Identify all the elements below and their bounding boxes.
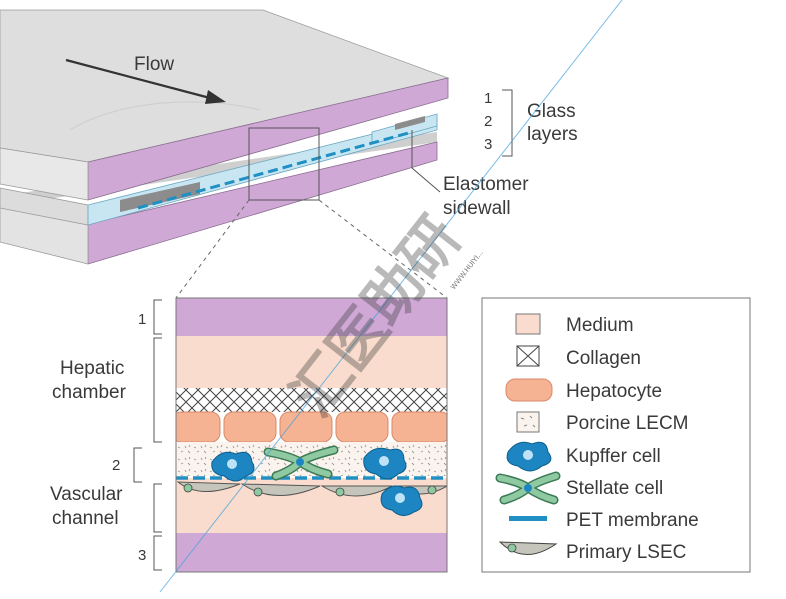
legend: Medium Collagen Hepatocyte Porcine LECM … <box>481 297 751 573</box>
legend-label-porcine-lecm: Porcine LECM <box>566 413 689 434</box>
legend-label-collagen: Collagen <box>566 348 641 369</box>
kupffer-cell-icon <box>506 441 552 472</box>
legend-label-hepatocyte: Hepatocyte <box>566 381 662 402</box>
flow-arrow <box>65 58 211 100</box>
layer-number-3: 3 <box>484 136 492 153</box>
cs-kupffer-cell <box>363 447 407 480</box>
zoom-line-right <box>318 199 448 299</box>
legend-label-kupffer-cell: Kupffer cell <box>566 446 661 467</box>
legend-label-pet-membrane: PET membrane <box>566 510 699 531</box>
cross-section-labels: 1 Hepatic chamber 2 Vascular channel 3 <box>50 299 162 571</box>
cs-lsec-nucleus <box>427 485 437 495</box>
cs-number-1: 1 <box>138 311 146 328</box>
legend-label-primary-lsec: Primary LSEC <box>566 542 686 563</box>
layer-number-2: 2 <box>484 113 492 130</box>
glass-bracket <box>502 89 513 157</box>
cs-number-3: 3 <box>138 547 146 564</box>
legend-label-stellate-cell: Stellate cell <box>566 478 663 499</box>
elastomer-callout: Elastomer sidewall <box>411 130 529 219</box>
cross-section <box>176 298 447 572</box>
glass-label-line1: Glass <box>527 101 576 122</box>
collagen-icon <box>516 345 540 367</box>
cs-hepatocyte <box>223 411 277 443</box>
glass-layers-callout: 1 2 3 Glass layers <box>484 89 578 157</box>
hepatic-label-line2: chamber <box>52 382 127 403</box>
cs-hepatocyte <box>391 411 447 443</box>
hepatic-bracket <box>153 337 162 443</box>
cs-bracket-1 <box>153 299 162 335</box>
cross-section-frame <box>175 297 448 573</box>
sidewall-label-line1: Elastomer <box>443 174 529 195</box>
cs-number-2: 2 <box>112 457 120 474</box>
cs-primary-lsec <box>176 481 241 493</box>
hepatic-label-line1: Hepatic <box>60 358 124 379</box>
cs-collagen-layer <box>176 388 447 412</box>
microfluidic-device: Flow <box>0 9 450 299</box>
flow-label: Flow <box>134 54 174 75</box>
pet-membrane-icon <box>509 516 547 521</box>
vascular-label-line1: Vascular <box>50 484 123 505</box>
hepatocyte-icon <box>505 378 553 402</box>
glass-top-reflection <box>69 101 261 131</box>
medium-swatch-icon <box>515 313 541 335</box>
cs-bracket-3 <box>153 535 162 571</box>
flow-arrowhead-icon <box>205 90 226 104</box>
primary-lsec-icon <box>498 541 558 555</box>
stellate-cell-icon <box>495 471 561 505</box>
glass-label-line2: layers <box>527 124 578 145</box>
cs-hepatocyte <box>335 411 389 443</box>
cs-medium-hepatic <box>176 336 447 388</box>
glass-layer-1-side <box>0 147 89 201</box>
cs-stellate-cell <box>263 445 339 481</box>
legend-frame <box>481 297 751 573</box>
cs-kupffer-cell <box>211 451 255 482</box>
cs-kupffer-cell <box>380 485 423 516</box>
elastomer-leader-line <box>411 130 441 193</box>
cs-hepatocyte-row <box>176 411 447 443</box>
sidewall-label-line2: sidewall <box>443 198 511 219</box>
layer-number-1: 1 <box>484 90 492 107</box>
cs-lsec-nucleus <box>335 487 345 497</box>
vascular-bracket <box>153 483 162 533</box>
zoom-region-box <box>248 127 320 201</box>
elastomer-sidewall-gray <box>395 116 425 130</box>
cs-hepatocyte <box>176 411 221 443</box>
device-pet-membrane <box>137 130 413 210</box>
cs-lsec-nucleus <box>253 487 263 497</box>
cs-glass-layer-1 <box>176 298 447 336</box>
cs-lsec-nucleus <box>183 483 193 493</box>
vascular-label-line2: channel <box>52 508 119 529</box>
cs-glass-layer-3 <box>176 533 447 572</box>
elastomer-sidewall-left <box>120 182 200 212</box>
porcine-lecm-icon <box>516 411 540 433</box>
legend-label-medium: Medium <box>566 315 634 336</box>
watermark-line <box>159 0 623 593</box>
cs-bracket-2 <box>133 447 142 483</box>
